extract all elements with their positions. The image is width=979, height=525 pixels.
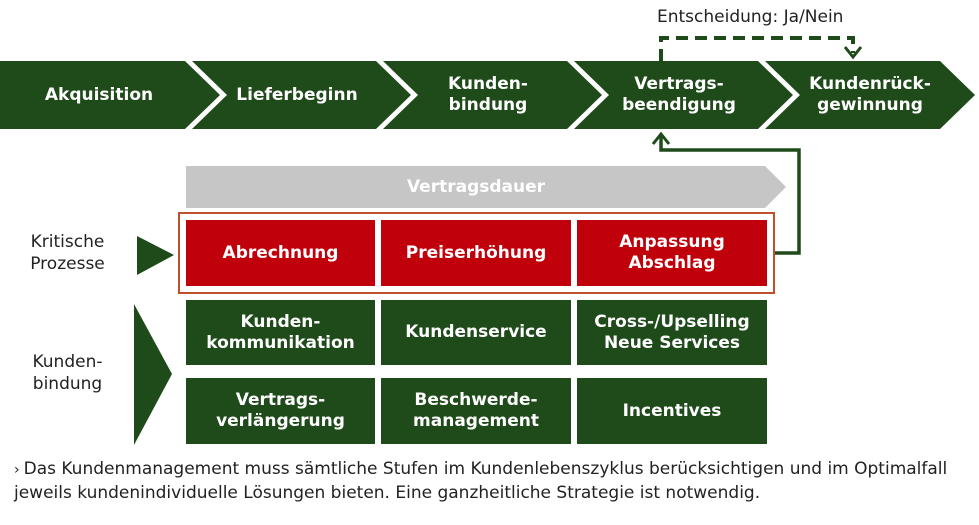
retention-vertragsverlaengerung: Vertrags- verlängerung (186, 378, 375, 444)
footnote: ›Das Kundenmanagement muss sämtliche Stu… (14, 458, 964, 505)
chevron-vertragsbeendigung (574, 61, 793, 129)
step-label-kundenrueckgewinnung: Kundenrück- gewinnung (809, 74, 931, 115)
retention-cross-upselling: Cross-/Upselling Neue Services (577, 300, 767, 365)
footnote-marker: › (14, 462, 20, 478)
critical-processes-frame (178, 212, 775, 294)
retention-kundenservice: Kundenservice (381, 300, 571, 365)
customer-retention-label: Kunden- bindung (32, 352, 103, 394)
critical-process-anpassung-abschlag: Anpassung Abschlag (577, 220, 767, 286)
chevron-akquisition (0, 61, 220, 129)
critical-process-abrechnung: Abrechnung (186, 220, 375, 286)
footnote-text: Das Kundenmanagement muss sämtliche Stuf… (14, 459, 948, 503)
retention-beschwerdemanagement: Beschwerde- management (381, 378, 571, 444)
decision-label: Entscheidung: Ja/Nein (657, 7, 844, 27)
critical-processes-label: Kritische Prozesse (30, 232, 105, 274)
step-label-kundenbindung: Kunden- bindung (448, 74, 528, 115)
step-label-vertragsbeendigung: Vertrags- beendigung (622, 74, 736, 115)
decision-arrow-head (843, 46, 863, 60)
customer-retention-pointer (134, 304, 172, 445)
feedback-arrow-head (651, 131, 671, 145)
retention-kundenkommunikation: Kunden- kommunikation (186, 300, 375, 365)
critical-processes-pointer (137, 236, 174, 275)
step-label-lieferbeginn: Lieferbeginn (236, 84, 358, 105)
critical-process-preiserhoehung: Preiserhöhung (381, 220, 571, 286)
chevron-lieferbeginn (192, 61, 411, 129)
contract-duration-arrow (186, 166, 786, 208)
step-label-akquisition: Akquisition (44, 84, 154, 105)
chevron-kundenrueckgewinnung (765, 61, 975, 129)
decision-dashed-line (659, 36, 855, 61)
chevron-kundenbindung (383, 61, 602, 129)
retention-incentives: Incentives (577, 378, 767, 444)
feedback-line (659, 136, 801, 255)
contract-duration-label: Vertragsdauer (406, 177, 546, 197)
